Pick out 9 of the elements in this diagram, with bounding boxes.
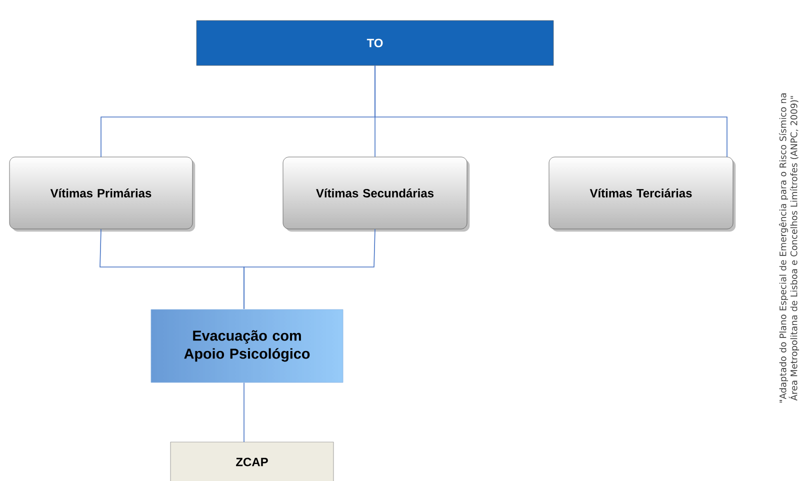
- category-box: Vítimas Secundárias: [282, 156, 470, 232]
- connector-line: [244, 228, 376, 310]
- destination-box: ZCAP: [170, 442, 334, 481]
- title-box: TO: [196, 20, 554, 66]
- category-box: Vítimas Primárias: [9, 156, 196, 232]
- connector-line: [374, 65, 728, 158]
- caption: "Adaptado do Plano Especial de Emergência para o Risco Sísmico na Área Metropolitana de Lisboa e Concelhos Limítrofes (ANPC, 2009)": [778, 93, 800, 402]
- process-box: Evacuação com Apoio Psicológico: [150, 309, 344, 383]
- category-box: Vítimas Terciárias: [548, 156, 736, 232]
